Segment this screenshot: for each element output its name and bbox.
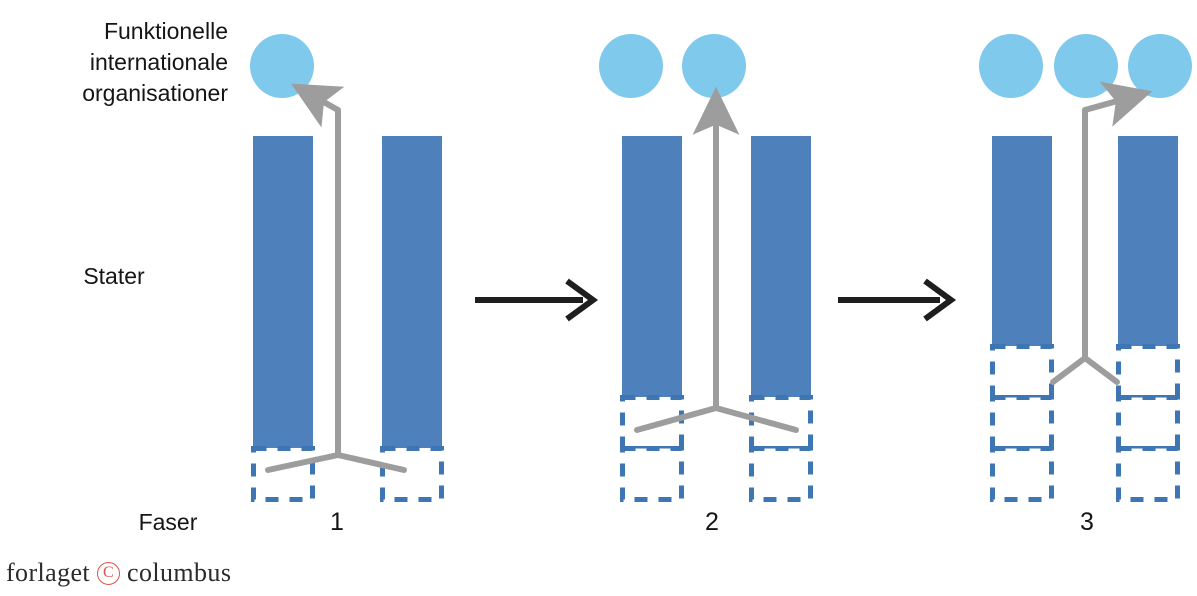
- state-bar-solid-left: [992, 136, 1052, 346]
- delegation-arrow: [291, 83, 345, 458]
- delegation-arrow: [1082, 81, 1153, 361]
- page-title: Funktionelle internationale organisation…: [82, 18, 228, 106]
- state-bar-solid-left: [253, 136, 313, 448]
- axis-label-phases: Faser: [138, 509, 198, 535]
- organisation-circle: [1128, 34, 1192, 98]
- organisation-circle: [979, 34, 1043, 98]
- logo-suffix-text: columbus: [127, 558, 232, 587]
- phase-number-1: 1: [330, 508, 344, 536]
- logo-prefix-text: forlaget: [6, 558, 91, 587]
- organisation-circle: [1054, 34, 1118, 98]
- row-label-states: Stater: [83, 263, 145, 289]
- delegated-block-dashed: [990, 446, 1054, 502]
- delegated-block-dashed: [620, 446, 684, 502]
- delegated-block-dashed: [990, 344, 1054, 400]
- arrow-right-icon: [923, 278, 957, 322]
- delegated-block-dashed: [380, 446, 444, 502]
- delegated-block-dashed: [1116, 446, 1180, 502]
- delegated-block-dashed: [1116, 344, 1180, 400]
- phase-transition-arrow-2-3: [838, 278, 957, 322]
- delegated-block-dashed: [990, 395, 1054, 451]
- state-bar-solid-right: [382, 136, 442, 448]
- organisation-circle: [682, 34, 746, 98]
- delegated-block-dashed: [251, 446, 315, 502]
- phase-number-3: 3: [1080, 508, 1094, 536]
- state-bar-solid-right: [1118, 136, 1178, 346]
- organisation-circle: [250, 34, 314, 98]
- organisation-circle: [599, 34, 663, 98]
- phase-group-3: [979, 34, 1192, 502]
- phase-transition-arrow-1-2: [475, 278, 599, 322]
- arrow-right-icon: [565, 278, 599, 322]
- phase-group-2: [599, 34, 813, 502]
- delegated-block-dashed: [749, 446, 813, 502]
- state-bar-solid-right: [751, 136, 811, 397]
- copyright-icon: [97, 561, 121, 585]
- publisher-logo: forlaget columbus: [6, 557, 231, 589]
- state-bar-solid-left: [622, 136, 682, 397]
- delegated-block-dashed: [1116, 395, 1180, 451]
- phase-group-1: [250, 34, 444, 502]
- delegation-feet: [1050, 355, 1120, 385]
- phase-number-2: 2: [705, 508, 719, 536]
